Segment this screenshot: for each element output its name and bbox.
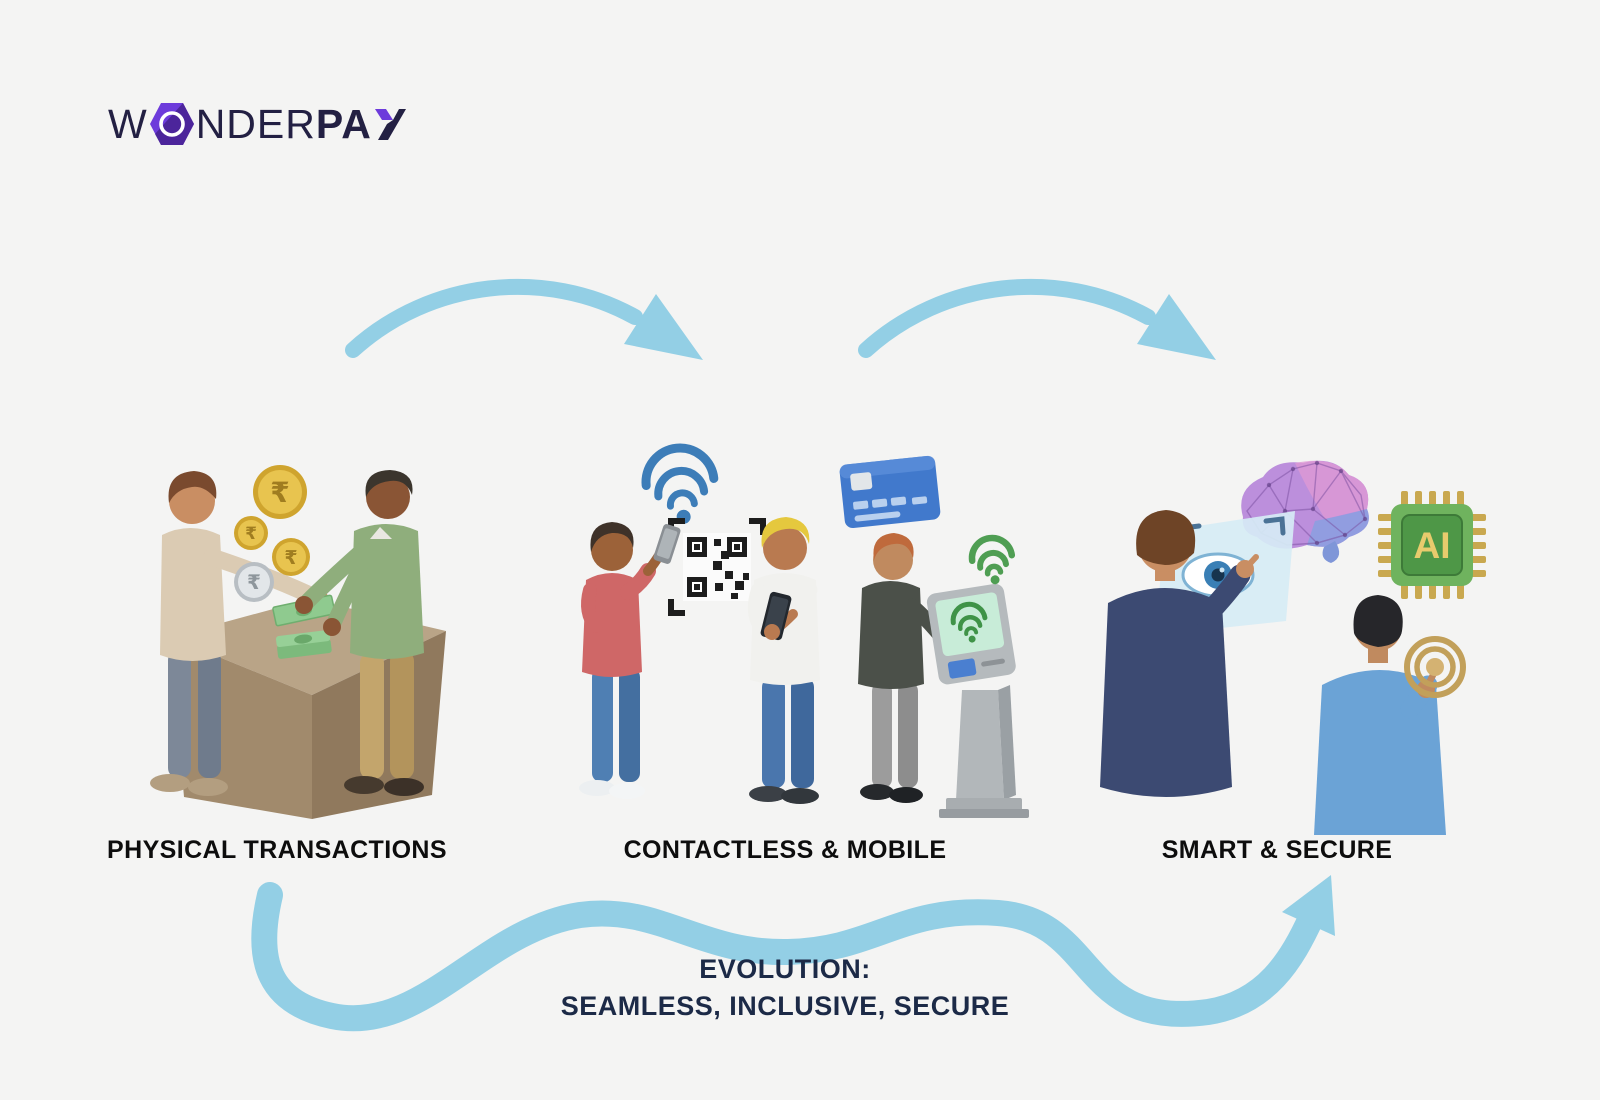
wifi-green-icon xyxy=(968,534,1016,585)
logo-hexagon-o-icon xyxy=(149,100,195,148)
person-touch-user xyxy=(1314,595,1446,835)
tap-rings-icon xyxy=(1404,636,1466,698)
scene-smart-secure: AI xyxy=(1070,445,1500,835)
logo-text-w: W xyxy=(108,100,148,147)
rupee-coin-silver-icon: ₹ xyxy=(234,562,274,602)
scene-contactless-mobile xyxy=(560,440,1030,830)
person-qr-scanner xyxy=(579,522,681,799)
person-mobile-user xyxy=(747,517,820,804)
stage-label-smart-secure: SMART & SECURE xyxy=(1161,836,1393,864)
rupee-coin-gold-small-icon: ₹ xyxy=(234,516,268,550)
kiosk-card-pad xyxy=(947,658,977,679)
curved-arrow-stage1-to-stage2-icon xyxy=(345,278,703,360)
wavy-evolution-arrow-icon xyxy=(251,875,1335,1032)
ai-chip-icon: AI xyxy=(1378,491,1486,599)
logo-y-glyph-icon xyxy=(374,106,406,142)
svg-text:AI: AI xyxy=(1414,525,1451,566)
evolution-caption-line2: SEAMLESS, INCLUSIVE, SECURE xyxy=(560,991,1010,1021)
person-merchant xyxy=(295,470,424,796)
evolution-caption: EVOLUTION: SEAMLESS, INCLUSIVE, SECURE xyxy=(561,951,1010,1025)
kiosk-screen xyxy=(935,592,1005,657)
stage-label-physical-transactions: PHYSICAL TRANSACTIONS xyxy=(107,836,447,864)
curved-arrow-stage2-to-stage3-icon xyxy=(858,278,1216,360)
person-biometric-user xyxy=(1100,510,1259,797)
kiosk-wifi-icon xyxy=(950,601,988,643)
svg-text:₹: ₹ xyxy=(247,570,261,594)
scene-physical-transactions: ₹ ₹ ₹ ₹ xyxy=(108,445,468,845)
cash-stack-icon xyxy=(275,630,332,659)
credit-card-icon xyxy=(839,455,941,529)
logo-text-pa: PA xyxy=(315,100,372,147)
rupee-coin-gold-large-icon: ₹ xyxy=(253,465,307,519)
svg-text:₹: ₹ xyxy=(270,476,289,509)
svg-text:₹: ₹ xyxy=(284,547,297,569)
logo-text-nder: NDER xyxy=(195,100,316,147)
stage-label-contactless-mobile: CONTACTLESS & MOBILE xyxy=(623,836,947,864)
svg-text:₹: ₹ xyxy=(245,524,257,544)
wonderpay-logo: W NDER PA xyxy=(108,100,406,148)
rupee-coin-gold-medium-icon: ₹ xyxy=(272,538,310,576)
evolution-caption-line1: EVOLUTION: xyxy=(699,954,871,984)
wifi-blue-icon xyxy=(641,443,719,524)
payment-kiosk xyxy=(926,583,1029,818)
